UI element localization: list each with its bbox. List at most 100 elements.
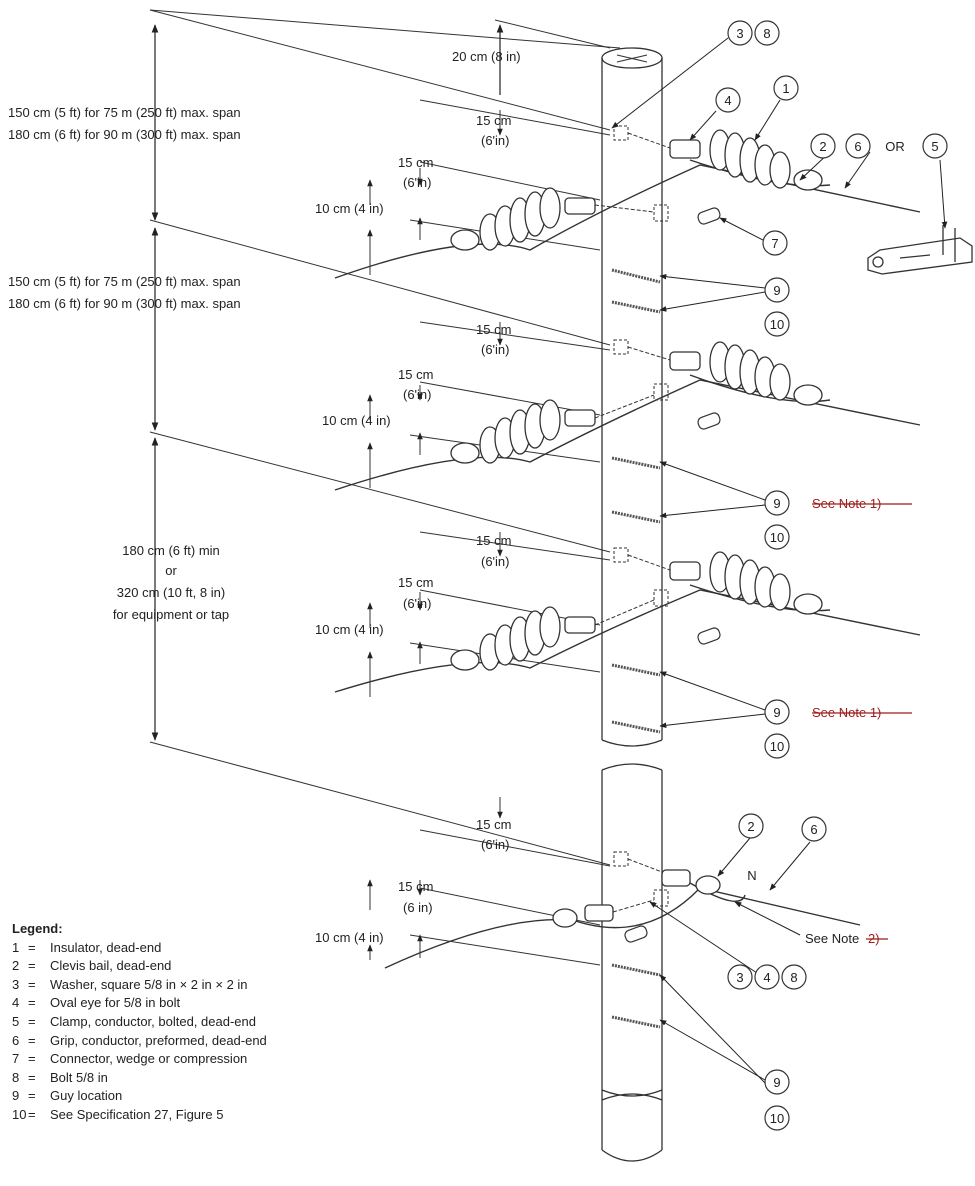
callout-5: 5 — [931, 139, 938, 154]
reference-lines — [149, 9, 621, 866]
callout-9-d: 9 — [773, 1075, 780, 1090]
dim-guy-offset-2: 10 cm (4 in) — [322, 413, 391, 428]
legend-item: 5=Clamp, conductor, bolted, dead-end — [12, 1013, 267, 1032]
legend-title: Legend: — [12, 921, 63, 936]
dead-end-assembly-4 — [367, 797, 861, 1029]
legend-item-key: 6 — [12, 1032, 20, 1048]
dim-bolt-offset-4b-cm: 15 cm — [398, 879, 433, 894]
see-note-2-prefix: See Note — [805, 931, 859, 946]
legend-item: 2 = Clevis bail, dead-end — [12, 957, 267, 976]
dead-end-assembly-1 — [334, 99, 921, 314]
legend-item-key: 1 — [12, 939, 20, 955]
legend-item-equals: = — [28, 958, 36, 974]
dead-end-assembly-2 — [334, 321, 921, 524]
legend-item-text: Connector, wedge or compression — [50, 1051, 248, 1067]
legend-item: 4=Oval eye for 5/8 in bolt — [12, 994, 267, 1013]
dim-bolt-offset-1b-in: (6'in) — [403, 175, 432, 190]
dim-bolt-offset-3b-cm: 15 cm — [398, 575, 433, 590]
dim-upper-span-2b: 180 cm (6 ft) for 90 m (300 ft) max. spa… — [8, 296, 241, 311]
callout-6-top: 6 — [854, 139, 861, 154]
legend-item-equals: = — [28, 995, 36, 1011]
dim-bolt-offset-2-in: (6'in) — [481, 342, 510, 357]
callout-9-a: 9 — [773, 283, 780, 298]
legend-item: 6 = Grip, conductor, preformed, dead-end — [12, 1032, 267, 1051]
callout-3-top: 3 — [736, 26, 743, 41]
pole — [601, 47, 663, 1162]
neutral-label: N — [747, 868, 756, 883]
legend-item-equals: = — [28, 1032, 36, 1048]
dim-upper-span-1a: 150 cm (5 ft) for 75 m (250 ft) max. spa… — [8, 105, 241, 120]
legend-item: 1 = Insulator, dead-end — [12, 939, 267, 958]
dim-bolt-offset-1b-cm: 15 cm — [398, 155, 433, 170]
legend-item-key: 2 — [12, 958, 20, 974]
callout-9-c: 9 — [773, 705, 780, 720]
legend-item: 8 = Bolt 5/8 in — [12, 1069, 267, 1088]
callout-1: 1 — [782, 81, 789, 96]
dim-lower-span-2: or — [165, 563, 177, 578]
legend-item-text: Grip, conductor, preformed, dead-end — [50, 1032, 267, 1048]
note-references: See Note 1) See Note 1) See Note 2) — [805, 496, 912, 946]
legend-item-text: Washer, square 5/8 in × 2 in × 2 in — [50, 976, 248, 992]
dim-bolt-offset-3-cm: 15 cm — [476, 533, 511, 548]
callout-2-top: 2 — [819, 139, 826, 154]
dim-bolt-offset-4b-in: (6 in) — [403, 900, 433, 915]
legend-item-text: See Specification 27, Figure 5 — [50, 1106, 224, 1122]
legend-item: 10= See Specification 27, Figure 5 — [12, 1106, 267, 1125]
legend-item-key: 8 — [12, 1069, 20, 1085]
legend-item-equals: = — [28, 939, 36, 955]
callout-10-b: 10 — [770, 530, 784, 545]
insulator-right-1 — [669, 129, 823, 191]
dim-bolt-offset-1-in: (6'in) — [481, 133, 510, 148]
dim-bolt-offset-2b-in: (6'in) — [403, 387, 432, 402]
dim-lower-span-1: 180 cm (6 ft) min — [122, 543, 220, 558]
callout-2-bottom: 2 — [747, 819, 754, 834]
legend-item-key: 10 — [12, 1106, 27, 1122]
dim-guy-offset-3: 10 cm (4 in) — [315, 622, 384, 637]
legend-item-equals: = — [28, 1051, 36, 1067]
bolted-clamp-detail — [867, 225, 973, 275]
dead-end-assembly-3 — [334, 531, 921, 734]
legend-item-text: Guy location — [50, 1088, 123, 1104]
dim-bolt-offset-3-in: (6'in) — [481, 554, 510, 569]
dim-upper-span-1b: 180 cm (6 ft) for 90 m (300 ft) max. spa… — [8, 127, 241, 142]
legend-item-text: Bolt 5/8 in — [50, 1069, 108, 1085]
legend-item-equals: = — [28, 1106, 36, 1122]
legend-item-key: 4 — [12, 995, 20, 1011]
dim-bolt-offset-3b-in: (6'in) — [403, 596, 432, 611]
legend-item-equals: = — [28, 976, 36, 992]
callout-circles — [715, 20, 948, 1131]
legend-item-text: Clevis bail, dead-end — [50, 958, 172, 974]
dim-bolt-offset-4-in: (6'in) — [481, 837, 510, 852]
callout-10-c: 10 — [770, 739, 784, 754]
callout-8-bottom: 8 — [790, 970, 797, 985]
callout-8-top: 8 — [763, 26, 770, 41]
legend-item-equals: = — [28, 1088, 36, 1104]
callout-10-a: 10 — [770, 317, 784, 332]
dim-bolt-offset-2-cm: 15 cm — [476, 322, 511, 337]
callout-10-d: 10 — [770, 1111, 784, 1126]
dim-bolt-offset-2b-cm: 15 cm — [398, 367, 433, 382]
callout-7: 7 — [771, 236, 778, 251]
or-label: OR — [885, 139, 905, 154]
legend: Legend: 1 = Insulator, dead-end 2 = Clevis ba… — [12, 920, 267, 1125]
callout-6-bottom: 6 — [810, 822, 817, 837]
legend-item: 7=Connector, wedge or compression — [12, 1050, 267, 1069]
dim-upper-span-2a: 150 cm (5 ft) for 75 m (250 ft) max. spa… — [8, 274, 241, 289]
legend-item-equals: = — [28, 1069, 36, 1085]
insulator-left-1 — [450, 187, 596, 251]
callout-4-bottom: 4 — [763, 970, 770, 985]
legend-item-text: Insulator, dead-end — [50, 939, 162, 955]
dim-bolt-offset-4-cm: 15 cm — [476, 817, 511, 832]
callout-9-b: 9 — [773, 496, 780, 511]
legend-item-key: 3 — [12, 976, 20, 992]
dim-lower-span-4: for equipment or tap — [113, 607, 229, 622]
dim-top-spacing: 20 cm (8 in) — [452, 49, 521, 64]
callout-4-top: 4 — [724, 93, 731, 108]
legend-item-equals: = — [28, 1013, 36, 1029]
legend-item: 9=Guy location — [12, 1087, 267, 1106]
legend-item-text: Clamp, conductor, bolted, dead-end — [50, 1013, 256, 1029]
callout-numbers: 3 8 4 1 2 6 5 7 9 10 9 10 9 10 2 6 3 4 8… — [724, 26, 938, 1126]
dim-lower-span-3: 320 cm (10 ft, 8 in) — [117, 585, 225, 600]
